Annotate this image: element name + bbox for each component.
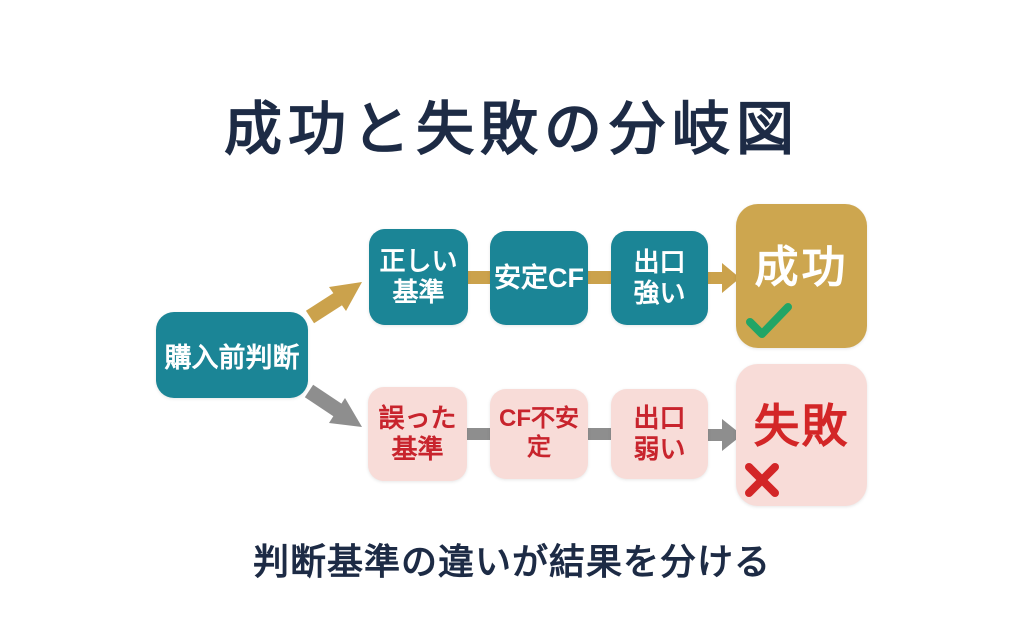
success-node: 成功 <box>736 204 867 348</box>
failure-step-3: 出口 弱い <box>611 389 708 479</box>
failure-result-arrow-icon <box>704 419 742 451</box>
success-connector-2 <box>580 271 618 284</box>
failure-connector-1 <box>460 428 496 440</box>
start-node-label: 購入前判断 <box>164 342 300 373</box>
failure-branch-arrow-icon <box>304 384 362 427</box>
failure-node-label: 失敗 <box>753 400 850 452</box>
success-result-arrow-icon <box>704 263 740 293</box>
caption-text: 判断基準の違いが結果を分ける <box>252 541 771 582</box>
failure-step-1: 誤った 基準 <box>368 387 467 481</box>
success-step-1: 正しい 基準 <box>369 229 468 325</box>
success-branch-arrow-icon <box>305 282 362 324</box>
success-node-label: 成功 <box>754 243 849 292</box>
success-step-3: 出口 強い <box>611 231 708 325</box>
page-title: 成功と失敗の分岐図 <box>223 97 800 162</box>
success-connector-1 <box>460 271 496 284</box>
success-step-2: 安定CF <box>490 231 588 325</box>
failure-connector-2 <box>580 428 618 440</box>
start-node: 購入前判断 <box>156 312 308 398</box>
failure-step-2: CF不安定 <box>490 389 588 479</box>
cross-icon <box>745 463 779 497</box>
failure-node: 失敗 <box>736 364 867 506</box>
check-icon <box>746 303 792 338</box>
